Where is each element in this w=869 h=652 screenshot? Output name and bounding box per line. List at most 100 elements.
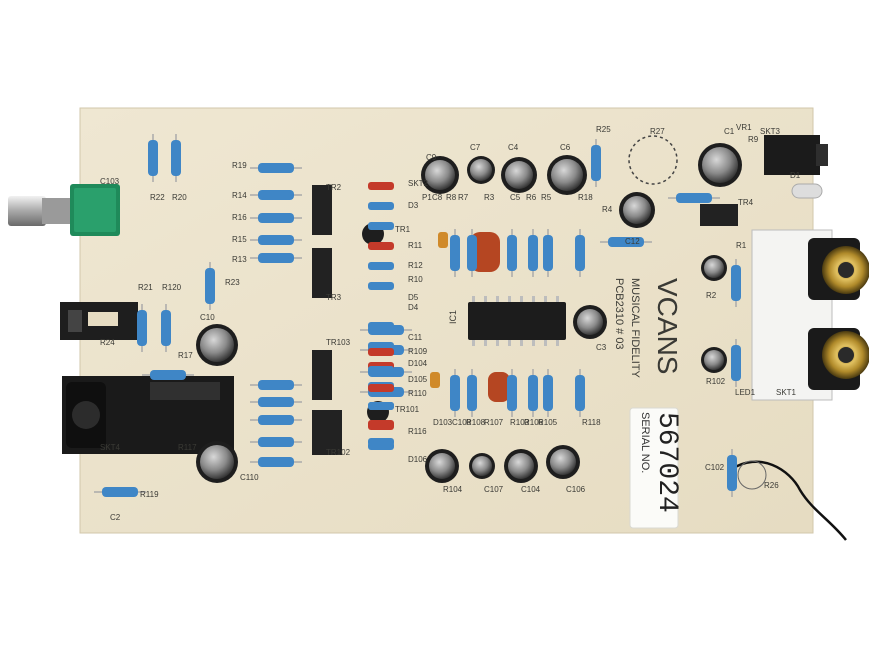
capacitor-c3: [547, 155, 587, 195]
designator-label: D3: [408, 201, 419, 210]
pad-p1: [737, 460, 767, 490]
designator-label: SKT1: [776, 388, 797, 397]
resistor: [258, 380, 294, 390]
designator-label: C107: [484, 485, 504, 494]
film-capacitor: [430, 372, 440, 388]
designator-label: R23: [225, 278, 240, 287]
resistor: [528, 375, 538, 411]
designator-label: LED1: [735, 388, 756, 397]
resistor: [575, 375, 585, 411]
capacitor-c6: [501, 157, 537, 193]
diode: [368, 262, 394, 270]
designator-label: VR1: [736, 123, 752, 132]
designator-label: R24: [100, 338, 115, 347]
designator-label: D103: [433, 418, 453, 427]
designator-label: TR1: [395, 225, 411, 234]
maker-label: MUSICAL FIDELITY: [629, 278, 641, 378]
jack-skt4: [60, 302, 138, 340]
diode: [368, 438, 394, 446]
resistor: [676, 193, 712, 203]
diode: [368, 222, 394, 230]
serial-number: 567024: [651, 412, 682, 513]
designator-label: P1: [422, 193, 432, 202]
designator-label: R14: [232, 191, 247, 200]
power-jack-skt1: [764, 135, 828, 175]
designator-label: C4: [508, 143, 519, 152]
designator-label: R20: [172, 193, 187, 202]
capacitor-c103: [546, 445, 580, 479]
designator-label: R19: [232, 161, 247, 170]
diode-group: [368, 182, 394, 450]
serial-caption: SERIAL NO.: [639, 412, 651, 473]
resistor: [450, 235, 460, 271]
diode: [368, 182, 394, 190]
diode: [368, 366, 394, 374]
resistor: [543, 235, 553, 271]
designator-label: D5: [408, 293, 419, 302]
diode: [368, 420, 394, 428]
designator-label: TR103: [326, 338, 351, 347]
volume-potentiometer: [8, 184, 120, 236]
resistor: [171, 140, 181, 176]
resistor: [591, 145, 601, 181]
designator-label: TR2: [326, 183, 342, 192]
designator-label: R4: [602, 205, 613, 214]
designator-label: TR3: [326, 293, 342, 302]
designator-label: R11: [408, 241, 423, 250]
designator-label: C108: [452, 418, 472, 427]
transistor-tr102: [312, 410, 342, 455]
diode: [368, 242, 394, 250]
designator-label: R102: [706, 377, 726, 386]
capacitor-c7: [421, 156, 459, 194]
resistor: [507, 375, 517, 411]
resistor: [467, 375, 477, 411]
designator-label: C3: [596, 343, 607, 352]
designator-label: R7: [458, 193, 469, 202]
designator-label: SKT4: [100, 443, 121, 452]
designator-label: SKT2: [408, 179, 429, 188]
resistor: [450, 375, 460, 411]
designator-label: C9: [426, 153, 437, 162]
rca-socket-block: [751, 229, 869, 401]
resistor: [507, 235, 517, 271]
capacitor-c4: [467, 156, 495, 184]
resistor: [727, 455, 737, 491]
designator-label: C8: [432, 193, 443, 202]
diode: [368, 384, 394, 392]
designator-label: C102: [705, 463, 725, 472]
resistor: [258, 190, 294, 200]
resistor: [148, 140, 158, 176]
diode: [368, 282, 394, 290]
designator-label: C12: [625, 237, 640, 246]
diode: [368, 322, 394, 330]
designator-label: R21: [138, 283, 153, 292]
transistor-tr3: [312, 248, 332, 298]
designator-label: C6: [560, 143, 571, 152]
capacitor-c104: [469, 453, 495, 479]
designator-label: R27: [650, 127, 665, 136]
resistor: [528, 235, 538, 271]
jack-skt3: [62, 376, 234, 454]
brand-block: VCANS MUSICAL FIDELITY PCB2310 # 03: [613, 278, 683, 378]
capacitor-c10: [196, 324, 238, 366]
designator-label: R120: [162, 283, 182, 292]
capacitor-c11: [573, 305, 607, 339]
resistor: [258, 253, 294, 263]
brand-label: VCANS: [652, 278, 683, 374]
designator-label: TR101: [395, 405, 420, 414]
capacitor-c110: [196, 441, 238, 483]
led: [791, 183, 823, 199]
resistor: [137, 310, 147, 346]
designator-label: C104: [521, 485, 541, 494]
capacitor-c1: [698, 143, 742, 187]
capacitor-c107: [425, 449, 459, 483]
capacitor-c106: [504, 449, 538, 483]
designator-label: R110: [408, 389, 427, 398]
resistor: [731, 345, 741, 381]
designator-label: R8: [446, 193, 457, 202]
capacitor-c12: [619, 192, 655, 228]
resistor: [258, 457, 294, 467]
film-capacitor: [488, 372, 510, 402]
designator-label: R117: [178, 443, 197, 452]
